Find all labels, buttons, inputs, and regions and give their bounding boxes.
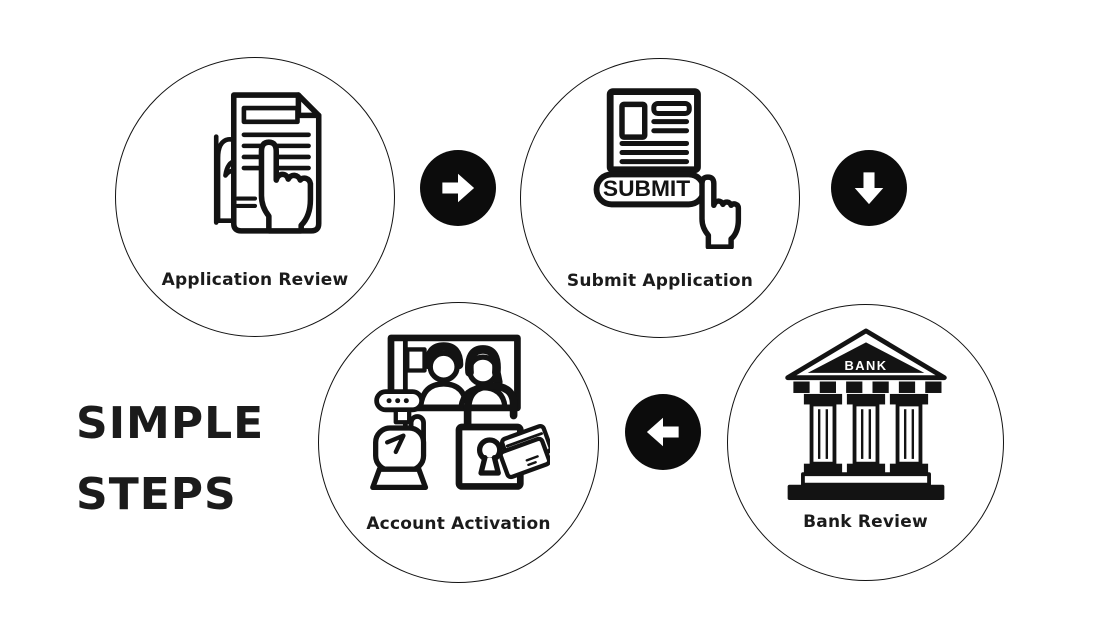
- step-application-review: Application Review: [115, 57, 395, 337]
- step-submit-application: SUBMIT Submit Application: [520, 58, 800, 338]
- step-bank-review: BANK: [727, 304, 1004, 581]
- arrow-down-icon: [831, 150, 907, 226]
- arrow-left-icon: [625, 394, 701, 470]
- step-label: Application Review: [161, 270, 349, 290]
- title-line-2: STEPS: [76, 469, 237, 520]
- arrow-right-icon: [420, 150, 496, 226]
- account-activation-icon: [369, 334, 550, 491]
- submit-button-text: SUBMIT: [603, 176, 691, 201]
- step-label: Account Activation: [366, 514, 551, 534]
- submit-application-icon: SUBMIT: [593, 88, 742, 249]
- bank-building-icon: BANK: [784, 328, 947, 500]
- application-review-icon: [213, 92, 322, 234]
- step-label: Bank Review: [803, 512, 928, 532]
- step-account-activation: Account Activation: [318, 302, 599, 583]
- title-line-1: SIMPLE: [76, 398, 265, 449]
- page-title: SIMPLE STEPS: [76, 388, 264, 530]
- bank-sign-text: BANK: [844, 358, 887, 373]
- step-label: Submit Application: [566, 271, 754, 291]
